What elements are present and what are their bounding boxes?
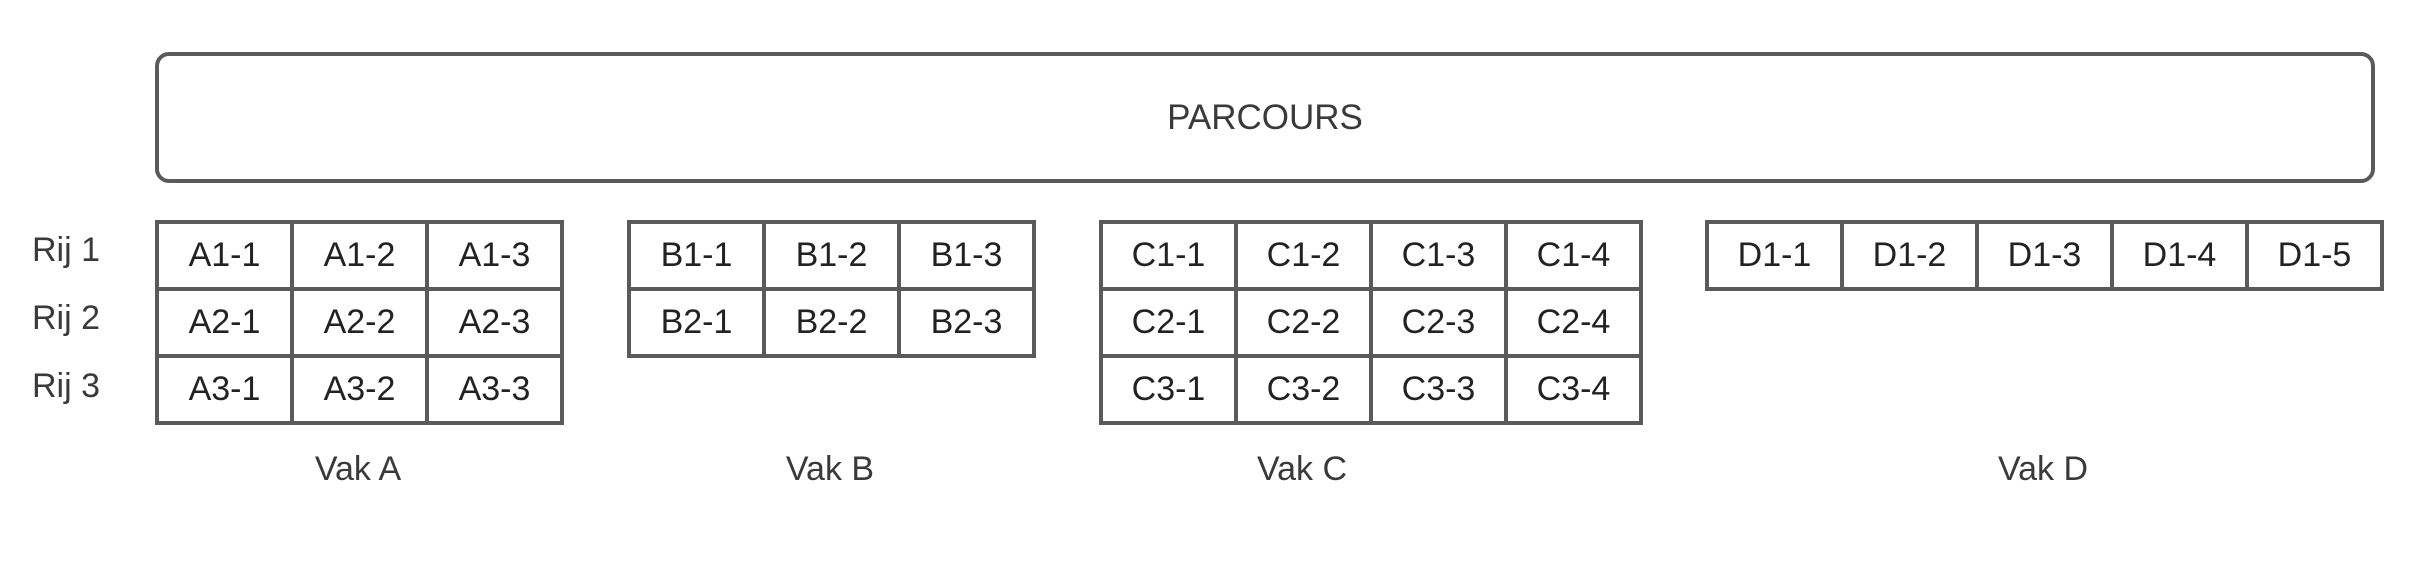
- cell-c3-2: C3-2: [1234, 354, 1373, 425]
- cell-c3-3: C3-3: [1369, 354, 1508, 425]
- cell-d1-4: D1-4: [2110, 220, 2249, 291]
- cell-d1-1: D1-1: [1705, 220, 1844, 291]
- vak-d-row-1: D1-1 D1-2 D1-3 D1-4 D1-5: [1705, 220, 2384, 291]
- vak-b-label: Vak B: [785, 450, 875, 488]
- vak-c-row-1: C1-1 C1-2 C1-3 C1-4: [1099, 220, 1643, 291]
- vak-b-row-2: B2-1 B2-2 B2-3: [627, 287, 1036, 358]
- vak-a-grid: A1-1 A1-2 A1-3 A2-1 A2-2 A2-3 A3-1 A3-2 …: [155, 220, 564, 425]
- cell-c3-4: C3-4: [1504, 354, 1643, 425]
- cell-d1-2: D1-2: [1840, 220, 1979, 291]
- cell-b2-1: B2-1: [627, 287, 766, 358]
- cell-c2-2: C2-2: [1234, 287, 1373, 358]
- row-label-2: Rij 2: [32, 298, 101, 337]
- vak-b-row-1: B1-1 B1-2 B1-3: [627, 220, 1036, 291]
- cell-b1-3: B1-3: [897, 220, 1036, 291]
- cell-a3-1: A3-1: [155, 354, 294, 425]
- row-label-1: Rij 1: [32, 230, 101, 269]
- vak-c-row-2: C2-1 C2-2 C2-3 C2-4: [1099, 287, 1643, 358]
- vak-a-row-2: A2-1 A2-2 A2-3: [155, 287, 564, 358]
- cell-b1-2: B1-2: [762, 220, 901, 291]
- vak-c-row-3: C3-1 C3-2 C3-3 C3-4: [1099, 354, 1643, 425]
- vak-b-grid: B1-1 B1-2 B1-3 B2-1 B2-2 B2-3: [627, 220, 1036, 358]
- vak-a-row-1: A1-1 A1-2 A1-3: [155, 220, 564, 291]
- cell-a2-3: A2-3: [425, 287, 564, 358]
- vak-a-label: Vak A: [314, 450, 402, 488]
- cell-c1-3: C1-3: [1369, 220, 1508, 291]
- cell-c1-4: C1-4: [1504, 220, 1643, 291]
- vak-d-grid: D1-1 D1-2 D1-3 D1-4 D1-5: [1705, 220, 2384, 291]
- vak-d-label: Vak D: [1997, 450, 2089, 488]
- parcours-box: PARCOURS: [155, 52, 2375, 183]
- cell-c1-2: C1-2: [1234, 220, 1373, 291]
- cell-b1-1: B1-1: [627, 220, 766, 291]
- cell-b2-3: B2-3: [897, 287, 1036, 358]
- cell-a3-2: A3-2: [290, 354, 429, 425]
- parcours-label: PARCOURS: [1167, 97, 1363, 137]
- cell-d1-5: D1-5: [2245, 220, 2384, 291]
- cell-c2-3: C2-3: [1369, 287, 1508, 358]
- cell-a2-2: A2-2: [290, 287, 429, 358]
- cell-c3-1: C3-1: [1099, 354, 1238, 425]
- vak-a-row-3: A3-1 A3-2 A3-3: [155, 354, 564, 425]
- cell-a1-2: A1-2: [290, 220, 429, 291]
- cell-c1-1: C1-1: [1099, 220, 1238, 291]
- cell-c2-1: C2-1: [1099, 287, 1238, 358]
- cell-a2-1: A2-1: [155, 287, 294, 358]
- row-label-3: Rij 3: [32, 366, 101, 405]
- cell-a1-3: A1-3: [425, 220, 564, 291]
- cell-d1-3: D1-3: [1975, 220, 2114, 291]
- cell-a1-1: A1-1: [155, 220, 294, 291]
- vak-c-grid: C1-1 C1-2 C1-3 C1-4 C2-1 C2-2 C2-3 C2-4 …: [1099, 220, 1643, 425]
- cell-a3-3: A3-3: [425, 354, 564, 425]
- cell-c2-4: C2-4: [1504, 287, 1643, 358]
- cell-b2-2: B2-2: [762, 287, 901, 358]
- vak-c-label: Vak C: [1256, 450, 1348, 488]
